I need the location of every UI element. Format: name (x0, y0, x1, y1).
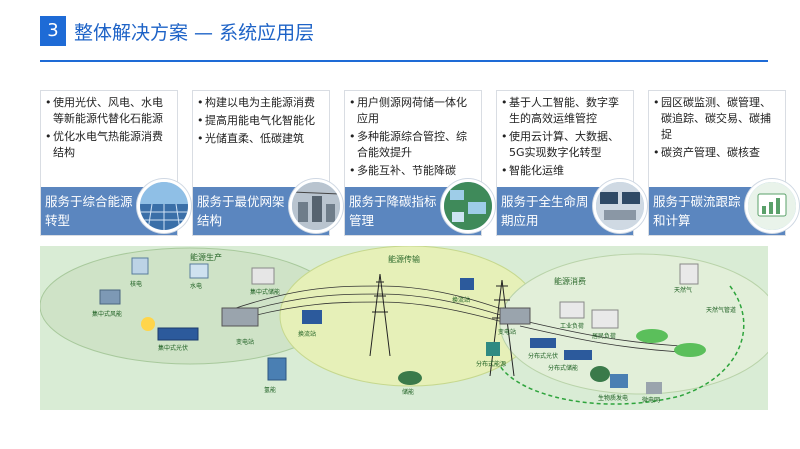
card-footer-label: 服务于综合能源转型 (45, 194, 133, 228)
card-carbon-flow: 园区碳监测、碳管理、碳追踪、碳交易、碳捕捉 碳资产管理、碳核查 服务于碳流跟踪和… (648, 90, 799, 236)
card-lifecycle: 基于人工智能、数字孪生的高效运维管控 使用云计算、大数据、5G实现数字化转型 智… (496, 90, 647, 236)
card-bullets: 园区碳监测、碳管理、碳追踪、碳交易、碳捕捉 碳资产管理、碳核查 (653, 95, 781, 163)
card-footer-label: 服务于全生命周期应用 (501, 194, 589, 228)
card-bullets: 用户侧源网荷储一体化应用 多种能源综合管控、综合能效提升 多能互补、节能降碳 (349, 95, 477, 181)
bullet: 多能互补、节能降碳 (349, 163, 477, 179)
node-label: 集中式风能 (92, 310, 122, 318)
bullet: 园区碳监测、碳管理、碳追踪、碳交易、碳捕捉 (653, 95, 781, 143)
card-footer-label: 服务于碳流跟踪和计算 (653, 194, 741, 228)
node-label: 生物质发电 (598, 394, 628, 402)
park-aerial-thumbnail (441, 179, 495, 233)
section-number: 3 (40, 16, 66, 46)
node-label: 集中式光伏 (158, 344, 188, 352)
bullet: 多种能源综合管控、综合能效提升 (349, 129, 477, 161)
bullet: 使用光伏、风电、水电等新能源代替化石能源 (45, 95, 173, 127)
card-footer-label: 服务于最优网架结构 (197, 194, 285, 228)
node-label: 分布式储能 (548, 364, 578, 372)
card-footer-label: 服务于降碳指标管理 (349, 194, 437, 228)
node-label: 天然气管道 (706, 306, 736, 314)
node-label: 工业负荷 (560, 322, 584, 330)
bullet: 构建以电为主能源消费 (197, 95, 325, 111)
node-label: 微电网 (642, 396, 660, 404)
page-title: 整体解决方案 — 系统应用层 (74, 22, 315, 44)
card-carbon-metrics: 用户侧源网荷储一体化应用 多种能源综合管控、综合能效提升 多能互补、节能降碳 服… (344, 90, 495, 236)
energy-system-diagram: 能源生产 能源传输 能源消费 核电 水电 集中式储能 集中式风能 集中式光伏 变… (39, 245, 781, 410)
zone-label-transmission: 能源传输 (388, 254, 420, 264)
zone-label-consumption: 能源消费 (554, 276, 586, 286)
bullet: 使用云计算、大数据、5G实现数字化转型 (501, 129, 629, 161)
control-room-thumbnail (593, 179, 647, 233)
node-label: 变电站 (498, 328, 516, 336)
production-facilities (99, 257, 287, 381)
node-label: 换流站 (452, 296, 470, 304)
service-cards: 使用光伏、风电、水电等新能源代替化石能源 优化水电气热能源消费结构 服务于综合能… (40, 90, 799, 236)
consumption-zone (499, 253, 781, 395)
page-header: 3 整体解决方案 — 系统应用层 (0, 14, 800, 62)
transmission-lines (229, 285, 681, 353)
bullet: 碳资产管理、碳核查 (653, 145, 781, 161)
card-bullets: 基于人工智能、数字孪生的高效运维管控 使用云计算、大数据、5G实现数字化转型 智… (501, 95, 629, 181)
node-label: 换流站 (298, 330, 316, 338)
gas-pipeline (499, 285, 745, 405)
bullet: 提高用能电气化智能化 (197, 113, 325, 129)
energy-flow-illustration: 能源生产 能源传输 能源消费 核电 水电 集中式储能 集中式风能 集中式光伏 变… (39, 245, 781, 405)
bullet: 优化水电气热能源消费结构 (45, 129, 173, 161)
header-divider (40, 60, 768, 62)
consumption-facilities (302, 263, 706, 394)
node-label: 集中式储能 (250, 288, 280, 296)
node-label: 储能 (402, 388, 414, 396)
zone-label-production: 能源生产 (190, 252, 222, 262)
node-label: 居民负荷 (592, 332, 616, 340)
card-bullets: 构建以电为主能源消费 提高用能电气化智能化 光储直柔、低碳建筑 (197, 95, 325, 149)
node-label: 变电站 (236, 338, 254, 346)
carbon-dashboard-thumbnail (745, 179, 799, 233)
card-grid-structure: 构建以电为主能源消费 提高用能电气化智能化 光储直柔、低碳建筑 服务于最优网架结… (192, 90, 343, 236)
bullet: 用户侧源网荷储一体化应用 (349, 95, 477, 127)
node-label: 分布式光伏 (528, 352, 558, 360)
node-label: 分布式能源 (476, 360, 506, 368)
solar-panel-thumbnail (137, 179, 191, 233)
node-label: 核电 (130, 280, 142, 288)
card-energy-transition: 使用光伏、风电、水电等新能源代替化石能源 优化水电气热能源消费结构 服务于综合能… (40, 90, 191, 236)
node-label: 水电 (190, 282, 202, 290)
bullet: 智能化运维 (501, 163, 629, 179)
substation-thumbnail (289, 179, 343, 233)
bullet: 基于人工智能、数字孪生的高效运维管控 (501, 95, 629, 127)
node-labels: 核电 水电 集中式储能 集中式风能 集中式光伏 变电站 换流站 换流站 变电站 … (92, 280, 736, 404)
node-label: 天然气 (674, 286, 692, 294)
node-label: 氢能 (264, 386, 276, 394)
card-bullets: 使用光伏、风电、水电等新能源代替化石能源 优化水电气热能源消费结构 (45, 95, 173, 163)
bullet: 光储直柔、低碳建筑 (197, 131, 325, 147)
pylons (369, 273, 515, 377)
